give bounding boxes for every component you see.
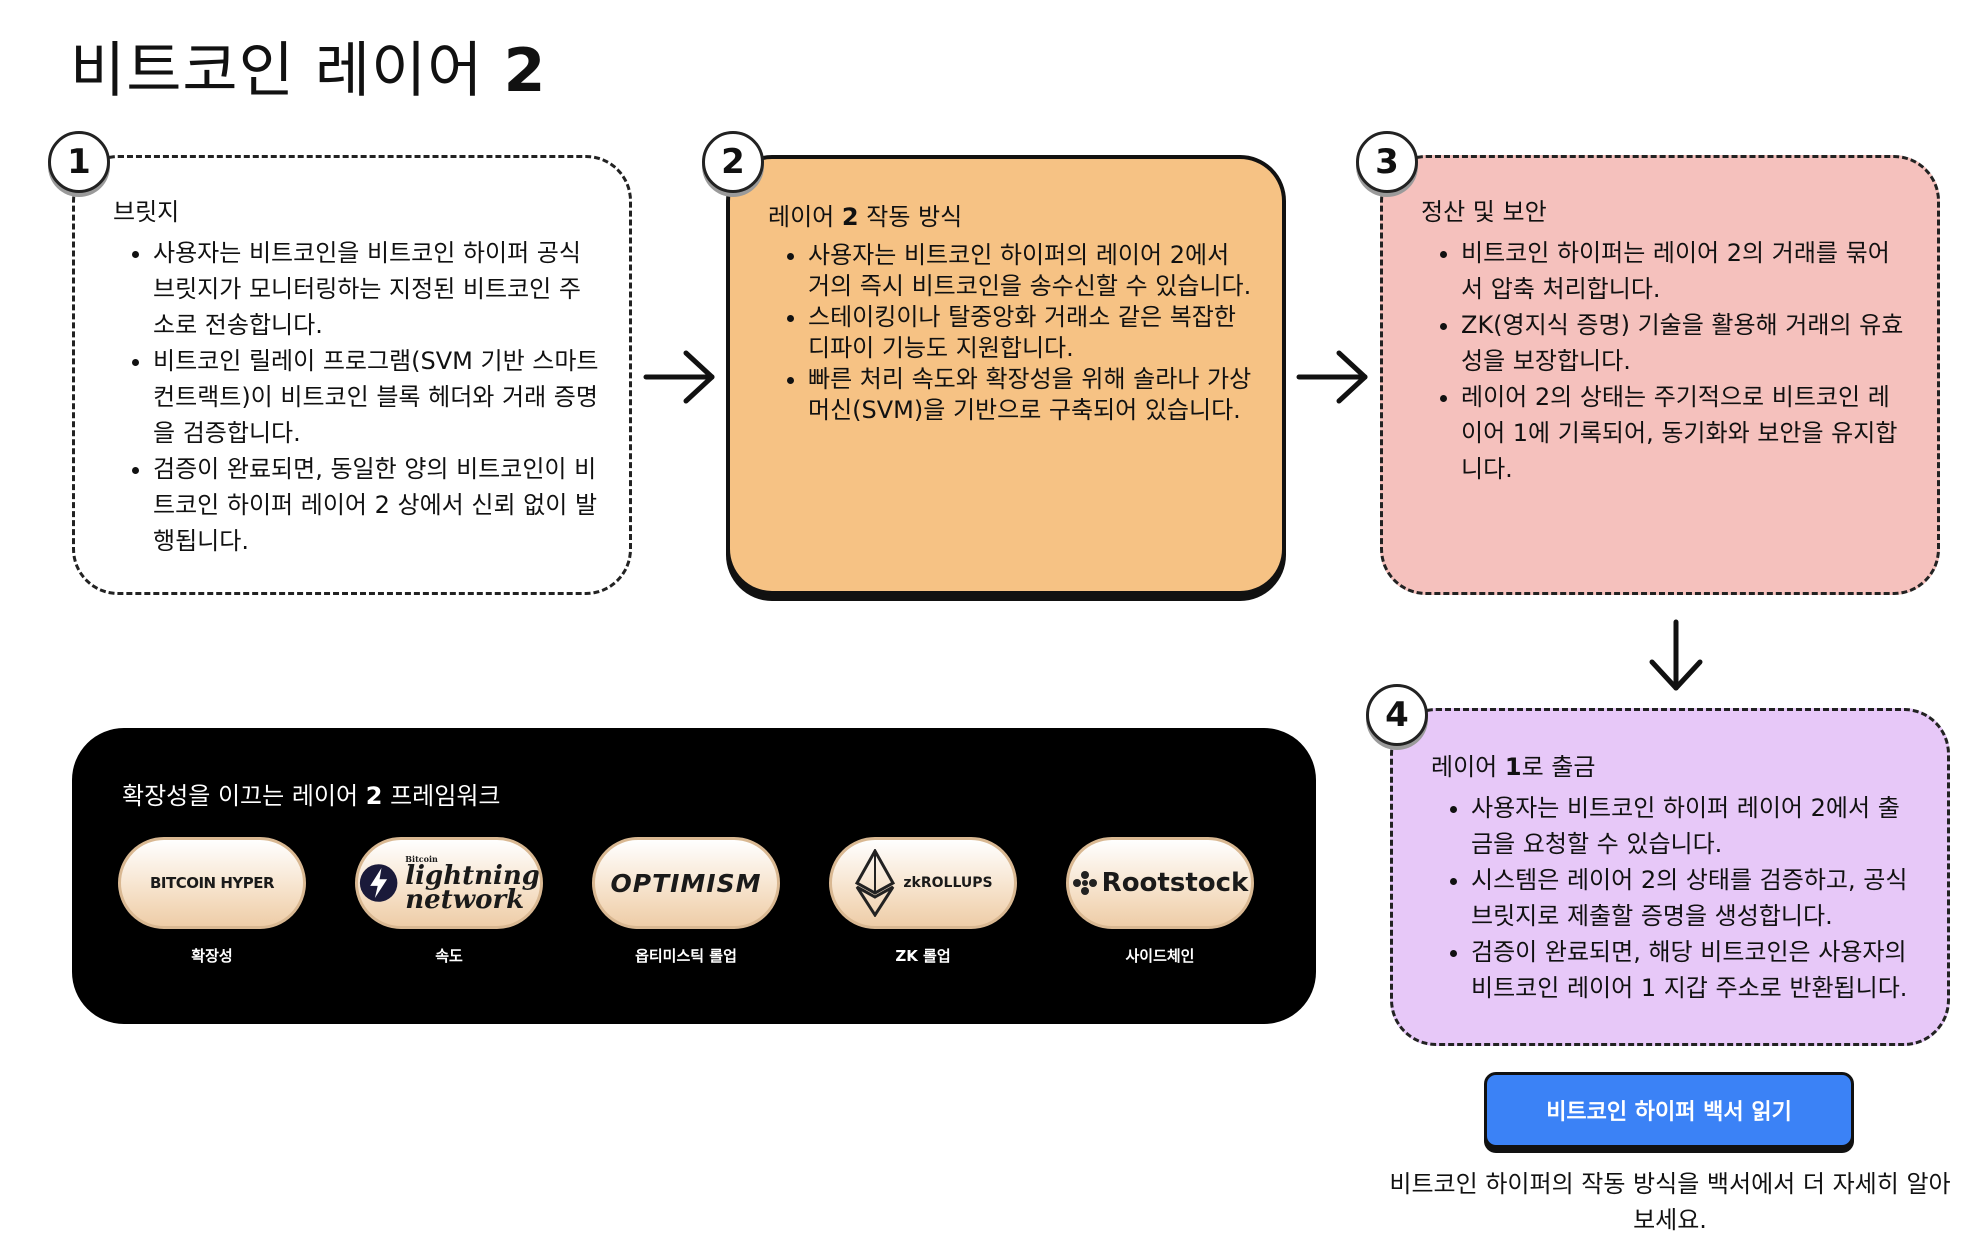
list-item: 비트코인 하이퍼는 레이어 2의 거래를 묶어서 압축 처리합니다. [1461,235,1907,307]
title-part: 확장성을 이끄는 [122,782,285,810]
whitepaper-caption: 비트코인 하이퍼의 작동 방식을 백서에서 더 자세히 알아보세요. [1389,1170,1951,1234]
step-card-layer2-operation: 레이어 2 작동 방식 사용자는 비트코인 하이퍼의 레이어 2에서 거의 즉시… [726,155,1286,595]
page-title-text: 비트코인 레이어 [70,36,484,106]
list-item: 사용자는 비트코인을 비트코인 하이퍼 공식 브릿지가 모니터링하는 지정된 비… [153,235,599,343]
logo-text: zkROLLUPS [903,875,993,891]
step-card-list: 사용자는 비트코인 하이퍼 레이어 2에서 출금을 요청할 수 있습니다. 시스… [1431,790,1917,1006]
step-card-title: 브릿지 [113,198,180,226]
logo-text: BITCOIN HYPER [149,874,275,892]
page-title: 비트코인 레이어 2 [70,22,546,109]
framework-item-optimism: OPTIMISM 옵티미스틱 롤업 [592,837,780,966]
framework-caption: ZK 롤업 [895,947,951,965]
read-whitepaper-button[interactable]: 비트코인 하이퍼 백서 읽기 [1484,1072,1854,1148]
step-number: 1 [67,142,91,182]
step-card-list: 비트코인 하이퍼는 레이어 2의 거래를 묶어서 압축 처리합니다. ZK(영지… [1421,235,1907,487]
bitcoin-hyper-logo: BITCOIN HYPER [118,837,306,929]
rootstock-mark-icon [1072,871,1097,895]
step-number: 4 [1385,695,1409,735]
framework-title: 확장성을 이끄는 레이어 2 프레임워크 [122,776,1266,811]
list-item: 검증이 완료되면, 해당 비트코인은 사용자의 비트코인 레이어 1 지갑 주소… [1471,934,1917,1006]
step-card-title: 레이어 2 작동 방식 [768,197,1252,232]
list-item: 사용자는 비트코인 하이퍼 레이어 2에서 출금을 요청할 수 있습니다. [1471,790,1917,862]
logo-line: lightning [405,860,540,891]
page-title-number: 2 [503,36,547,106]
step-card-withdraw-layer1: 레이어 1로 출금 사용자는 비트코인 하이퍼 레이어 2에서 출금을 요청할 … [1390,708,1950,1046]
framework-logos: BITCOIN HYPER 확장성 Bitcoin lightning netw… [118,837,1266,966]
step-badge-1: 1 [48,131,110,193]
title-number: 2 [365,782,383,810]
step-card-title: 정산 및 보안 [1421,198,1547,226]
arrow-right-icon [643,350,715,404]
logo-text: OPTIMISM [610,868,762,898]
arrow-down-icon [1649,619,1703,691]
logo-text: Rootstock [1101,868,1249,898]
framework-item-zk-rollups: zkROLLUPS ZK 롤업 [829,837,1017,966]
list-item: 빠른 처리 속도와 확장성을 위해 솔라나 가상머신(SVM)을 기반으로 구축… [808,364,1252,426]
step-badge-3: 3 [1356,131,1418,193]
ethereum-diamond-icon [855,849,896,917]
logo-line: network [405,884,525,915]
list-item: ZK(영지식 증명) 기술을 활용해 거래의 유효성을 보장합니다. [1461,307,1907,379]
step-badge-2: 2 [702,131,764,193]
list-item: 비트코인 릴레이 프로그램(SVM 기반 스마트 컨트랙트)이 비트코인 블록 … [153,343,599,451]
list-item: 스테이킹이나 탈중앙화 거래소 같은 복잡한 디파이 기능도 지원합니다. [808,302,1252,364]
title-part: 프레임워크 [390,782,501,810]
title-part: 작동 방식 [866,203,963,231]
step-number: 2 [721,142,745,182]
framework-caption: 확장성 [191,947,233,965]
step-badge-4: 4 [1366,684,1428,746]
lightning-network-logo: Bitcoin lightning network [355,837,543,929]
rootstock-logo: Rootstock [1066,837,1254,929]
logo-small-text: Bitcoin [405,853,438,864]
title-part: 레이어 [291,782,359,810]
framework-caption: 속도 [435,947,463,965]
step-card-title: 레이어 1로 출금 [1431,747,1917,782]
title-number: 1 [1504,753,1522,781]
framework-caption: 사이드체인 [1125,947,1195,965]
framework-item-bitcoin-hyper: BITCOIN HYPER 확장성 [118,837,306,966]
list-item: 사용자는 비트코인 하이퍼의 레이어 2에서 거의 즉시 비트코인을 송수신할 … [808,240,1252,302]
logo-text: Bitcoin lightning network [405,853,540,915]
title-part: 레이어 [768,203,835,231]
optimism-logo: OPTIMISM [592,837,780,929]
framework-item-lightning: Bitcoin lightning network 속도 [355,837,543,966]
zk-rollups-logo: zkROLLUPS [829,837,1017,929]
step-card-settlement-security: 정산 및 보안 비트코인 하이퍼는 레이어 2의 거래를 묶어서 압축 처리합니… [1380,155,1940,595]
framework-item-rootstock: Rootstock 사이드체인 [1066,837,1254,966]
step-card-bridge: 브릿지 사용자는 비트코인을 비트코인 하이퍼 공식 브릿지가 모니터링하는 지… [72,155,632,595]
list-item: 검증이 완료되면, 동일한 양의 비트코인이 비트코인 하이퍼 레이어 2 상에… [153,451,599,559]
arrow-right-icon [1296,350,1368,404]
title-part: 로 출금 [1521,753,1596,781]
list-item: 레이어 2의 상태는 주기적으로 비트코인 레이어 1에 기록되어, 동기화와 … [1461,379,1907,487]
title-part: 레이어 [1431,753,1498,781]
framework-panel: 확장성을 이끄는 레이어 2 프레임워크 BITCOIN HYPER 확장성 B… [72,728,1316,1024]
lightning-bolt-icon [359,864,398,902]
framework-caption: 옵티미스틱 롤업 [635,947,737,965]
step-card-list: 사용자는 비트코인을 비트코인 하이퍼 공식 브릿지가 모니터링하는 지정된 비… [113,235,599,559]
step-card-list: 사용자는 비트코인 하이퍼의 레이어 2에서 거의 즉시 비트코인을 송수신할 … [768,240,1252,426]
list-item: 시스템은 레이어 2의 상태를 검증하고, 공식 브릿지로 제출할 증명을 생성… [1471,862,1917,934]
title-number: 2 [841,203,859,231]
step-number: 3 [1375,142,1399,182]
